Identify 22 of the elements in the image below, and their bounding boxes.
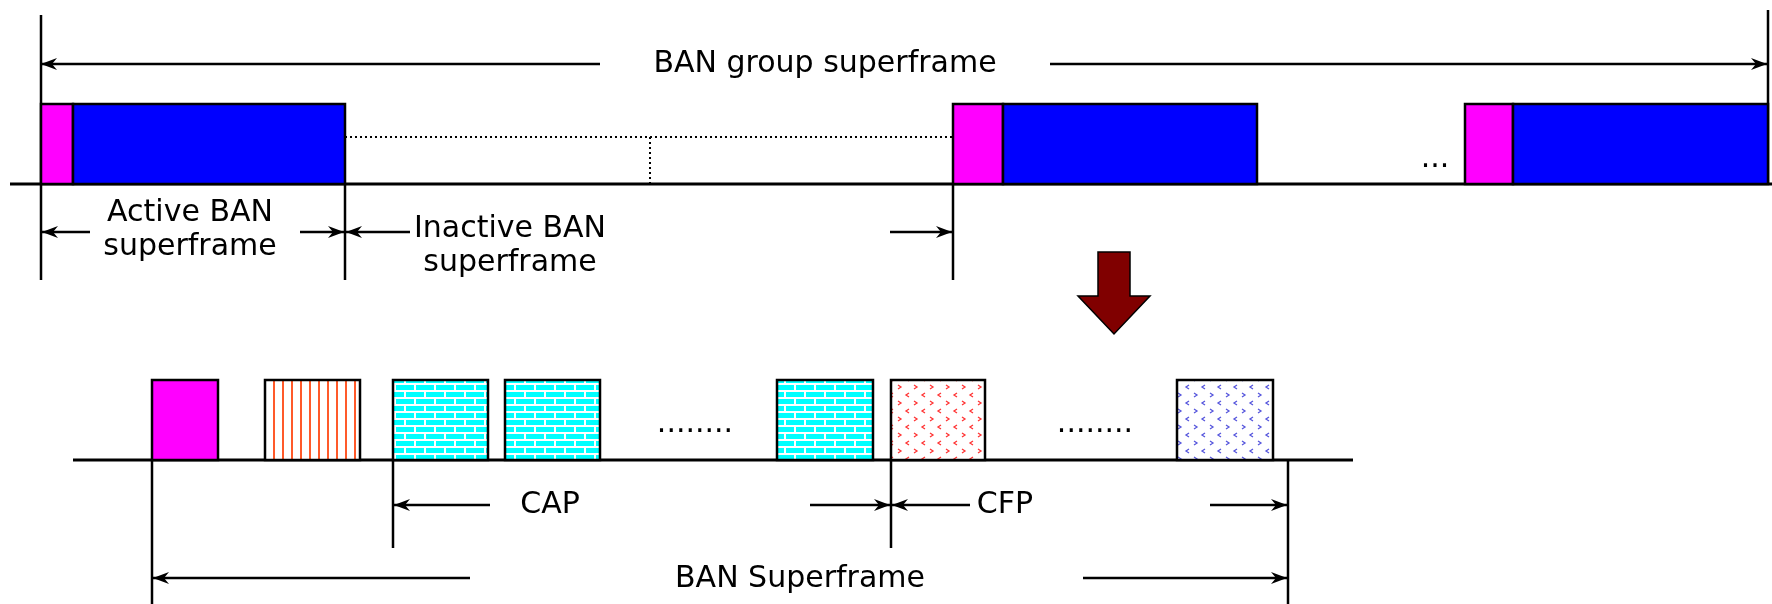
ellipsis: ........ bbox=[655, 405, 735, 439]
slot-block bbox=[1463, 102, 1515, 186]
slot-block bbox=[1001, 102, 1259, 186]
slot-block bbox=[150, 378, 220, 462]
slot-block bbox=[503, 378, 602, 462]
slot-block bbox=[889, 378, 987, 462]
dimension-label: BAN group superframe bbox=[652, 45, 998, 79]
slot-block bbox=[71, 102, 347, 186]
slot-block bbox=[1175, 378, 1275, 462]
slot-block bbox=[263, 378, 362, 462]
dimension-label: BAN Superframe bbox=[674, 560, 926, 594]
dimension-label: Active BAN superframe bbox=[102, 194, 278, 262]
slot-block bbox=[775, 378, 875, 462]
slot-block bbox=[39, 102, 75, 186]
slot-block bbox=[1511, 102, 1770, 186]
dimension-label: CAP bbox=[519, 486, 581, 520]
slot-block bbox=[391, 378, 490, 462]
dimension-label: CFP bbox=[975, 486, 1035, 520]
ellipsis: ... bbox=[1419, 140, 1451, 174]
slot-block bbox=[951, 102, 1005, 186]
ellipsis: ........ bbox=[1055, 405, 1135, 439]
dimension-label: Inactive BAN superframe bbox=[412, 210, 608, 278]
